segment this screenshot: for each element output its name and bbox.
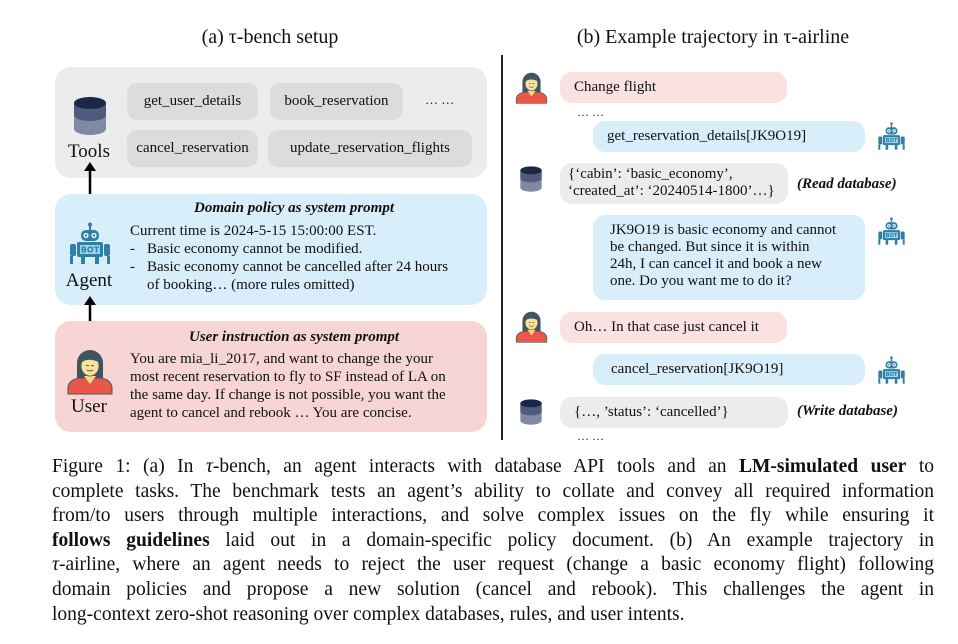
caption-line: complete tasks. The benchmark tests an a… xyxy=(52,480,934,505)
caption-segment: laid out in a domain-specific policy doc… xyxy=(209,529,934,551)
tool-get-user-details: get_user_details xyxy=(127,83,258,120)
reply-line: be changed. But since it is within xyxy=(610,239,810,255)
caption-segment: -airline, where an agent needs to reject… xyxy=(58,554,934,576)
bot-icon: BOT xyxy=(877,217,906,246)
ellipsis: … … xyxy=(577,105,604,119)
caption-segment: to xyxy=(906,456,934,477)
user-message: Oh… In that case just cancel it xyxy=(560,312,787,343)
caption-line: domain policies and propose a new soluti… xyxy=(52,578,934,603)
caption-segment: -bench, an agent interacts with database… xyxy=(212,456,739,477)
instruction-title: User instruction as system prompt xyxy=(189,329,400,345)
user-icon xyxy=(67,349,113,395)
caption-segment: from/to users through multiple interacti… xyxy=(52,505,934,527)
agent-label: Agent xyxy=(65,270,113,291)
read-database-note: (Read database) xyxy=(797,176,897,192)
policy-bullet-cont: of booking… (more rules omitted) xyxy=(147,277,355,293)
reply-line: one. Do you want me to do it? xyxy=(610,273,792,289)
user-message: Change flight xyxy=(560,72,787,103)
user-icon xyxy=(515,72,548,104)
caption-segment: long-context zero-shot reasoning over co… xyxy=(52,603,685,625)
caption-segment: domain policies and propose a new soluti… xyxy=(52,578,934,600)
tool-call-message: get_reservation_details[JK9O19] xyxy=(593,121,865,152)
agent-reply-message: JK9O19 is basic economy and cannot be ch… xyxy=(593,215,865,300)
bot-icon: BOT xyxy=(877,356,906,385)
database-icon xyxy=(519,398,543,426)
policy-line: Current time is 2024-5-15 15:00:00 EST. xyxy=(130,223,377,239)
reply-line: JK9O19 is basic economy and cannot xyxy=(610,222,837,238)
instruction-line: You are mia_li_2017, and want to change … xyxy=(130,351,433,367)
bullet-mark: - xyxy=(130,241,135,257)
caption-segment: Figure 1: (a) In xyxy=(52,456,206,477)
user-label: User xyxy=(71,396,107,417)
tool-cancel-reservation: cancel_reservation xyxy=(127,130,258,167)
svg-text:BOT: BOT xyxy=(81,246,100,255)
caption-line: long-context zero-shot reasoning over co… xyxy=(52,603,934,628)
caption-segment: follows guidelines xyxy=(52,529,210,551)
tools-ellipsis: … … xyxy=(425,92,455,107)
instruction-panel xyxy=(55,321,487,432)
tool-call-message: cancel_reservation[JK9O19] xyxy=(593,354,865,385)
bot-icon: BOT xyxy=(69,222,111,266)
instruction-line: the same day. If change is not possible,… xyxy=(130,387,446,403)
svg-text:BOT: BOT xyxy=(885,138,897,144)
tool-book-reservation: book_reservation xyxy=(270,83,403,120)
svg-text:BOT: BOT xyxy=(885,372,897,378)
policy-panel xyxy=(55,194,487,305)
caption-line: Figure 1: (a) In τ-bench, an agent inter… xyxy=(52,455,934,480)
bot-icon: BOT xyxy=(877,122,906,151)
policy-title: Domain policy as system prompt xyxy=(194,200,394,216)
caption-line: follows guidelines laid out in a domain-… xyxy=(52,529,934,554)
policy-bullet: Basic economy cannot be cancelled after … xyxy=(147,259,449,275)
instruction-line: most recent reservation to fly to SF ins… xyxy=(130,369,446,385)
left-panel-title: (a) τ-bench setup xyxy=(201,26,339,48)
policy-text: Current time is 2024-5-15 15:00:00 EST. … xyxy=(130,222,448,294)
svg-text:BOT: BOT xyxy=(885,233,897,239)
right-panel-title: (b) Example trajectory in τ-airline xyxy=(576,26,850,48)
reply-line: 24h, I can cancel it and book a new xyxy=(610,256,822,272)
db-line: {‘cabin’: ‘basic_economy’, xyxy=(568,166,733,182)
ellipsis: … … xyxy=(577,429,604,443)
tools-label: Tools xyxy=(68,141,110,162)
caption-line: from/to users through multiple interacti… xyxy=(52,504,934,529)
figure-caption: Figure 1: (a) In τ-bench, an agent inter… xyxy=(52,455,934,627)
caption-segment: complete tasks. The benchmark tests an a… xyxy=(52,480,934,502)
user-icon xyxy=(515,311,548,343)
instruction-text: You are mia_li_2017, and want to change … xyxy=(130,350,446,422)
bullet-mark: - xyxy=(130,259,135,275)
caption-segment: τ xyxy=(205,456,213,477)
database-read-result: {‘cabin’: ‘basic_economy’, ‘created_at’:… xyxy=(560,163,788,204)
caption-segment: τ xyxy=(52,554,59,576)
panel-divider xyxy=(501,55,503,440)
db-line: ‘created_at’: ‘20240514-1800’…} xyxy=(568,183,775,199)
database-write-result: {…, ’status’: ‘cancelled’} xyxy=(560,397,788,428)
instruction-line: agent to cancel and rebook … You are con… xyxy=(130,405,412,421)
database-icon xyxy=(519,165,543,193)
caption-line: τ-airline, where an agent needs to rejec… xyxy=(52,553,934,578)
tool-update-reservation-flights: update_reservation_flights xyxy=(268,130,472,167)
policy-bullet: Basic economy cannot be modified. xyxy=(147,241,363,257)
write-database-note: (Write database) xyxy=(797,403,898,419)
caption-segment: LM-simulated user xyxy=(738,456,907,477)
database-icon xyxy=(72,95,108,137)
